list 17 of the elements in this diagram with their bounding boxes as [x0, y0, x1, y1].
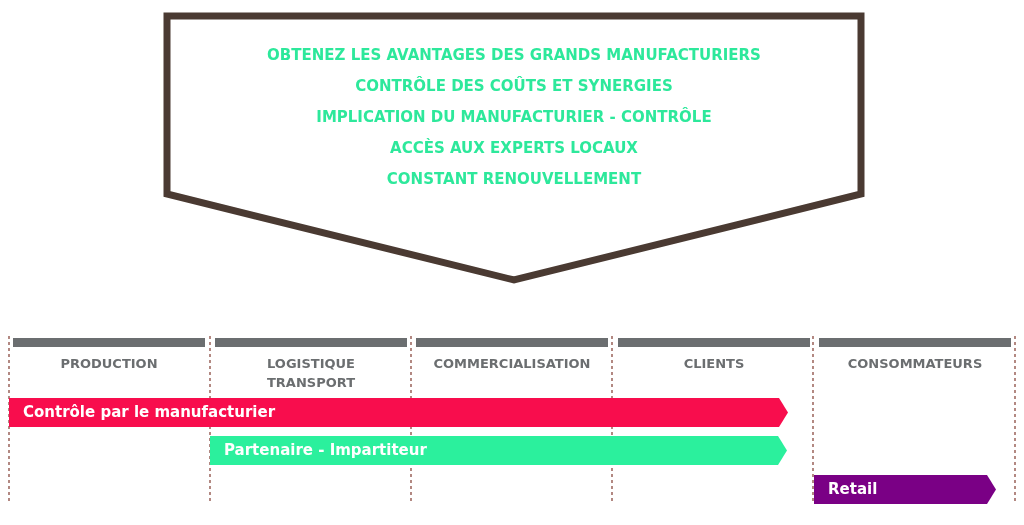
- bar-label: Contrôle par le manufacturier: [23, 402, 276, 423]
- benefit-text: IMPLICATION DU MANUFACTURIER - CONTRÔLE: [315, 108, 713, 126]
- bar-label: Partenaire - Impartiteur: [224, 440, 427, 461]
- chevron-bar: [210, 436, 787, 465]
- column-heading: CONSOMMATEURS: [846, 355, 984, 373]
- pentagon-arrow: [163, 12, 865, 284]
- column-heading: LOGISTIQUE TRANSPORT: [265, 355, 357, 392]
- benefit-text: ACCÈS AUX EXPERTS LOCAUX: [389, 139, 639, 157]
- chevron-bar: [814, 475, 996, 504]
- benefit-text: CONTRÔLE DES COÛTS ET SYNERGIES: [354, 77, 674, 95]
- column-heading: CLIENTS: [682, 355, 746, 373]
- column-heading: PRODUCTION: [59, 355, 159, 373]
- column-heading: COMMERCIALISATION: [432, 355, 592, 373]
- benefit-text: OBTENEZ LES AVANTAGES DES GRANDS MANUFACTURIERS: [266, 46, 762, 64]
- bar-label: Retail: [828, 479, 878, 500]
- chevron-bar: [9, 398, 788, 427]
- benefit-text: CONSTANT RENOUVELLEMENT: [385, 170, 643, 188]
